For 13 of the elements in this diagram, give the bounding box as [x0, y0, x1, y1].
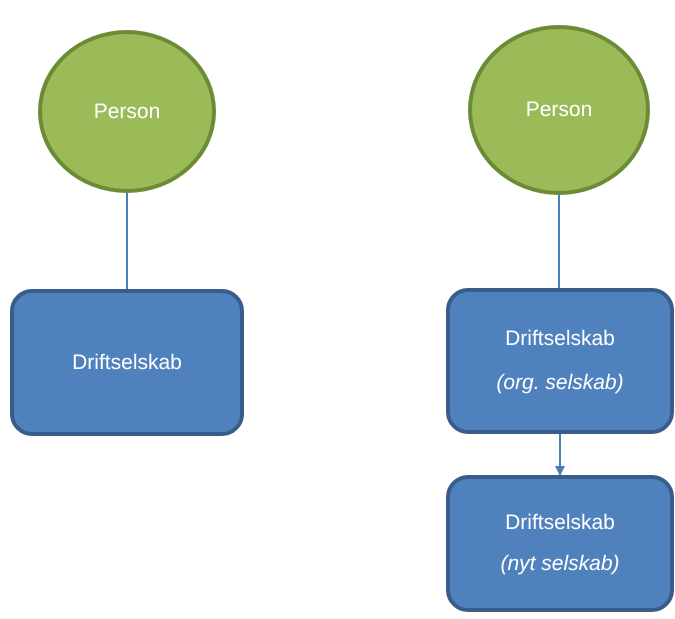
connector-line — [126, 193, 128, 289]
note-text: (nyt selskab) — [500, 552, 620, 576]
node-label: Person — [94, 100, 160, 124]
connector-line — [558, 195, 560, 288]
note-text: (org. selskab) — [496, 371, 624, 396]
node-label: Driftselskab — [72, 350, 182, 374]
company-box — [10, 289, 244, 436]
company-box — [446, 288, 674, 434]
company-box — [446, 475, 674, 612]
node-label: Person — [526, 98, 592, 122]
node-label: Driftselskab — [505, 510, 615, 535]
node-label: Driftselskab — [505, 326, 615, 351]
arrow — [555, 434, 565, 476]
